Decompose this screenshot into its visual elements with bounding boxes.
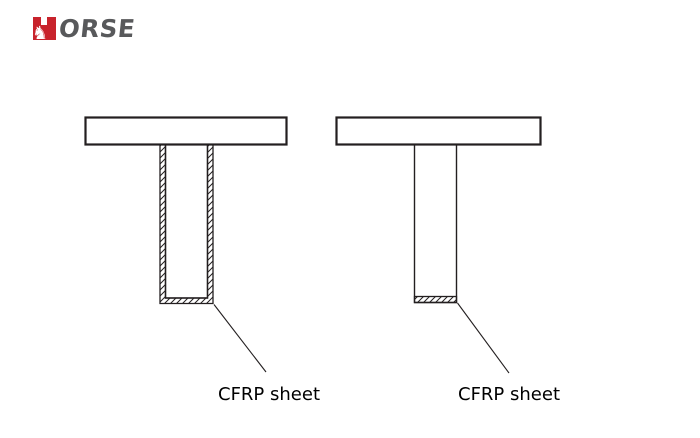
right-web [413,144,458,304]
horse-head-icon: ♞ [32,23,49,44]
left-tbeam-section: CFRP sheet [84,116,320,405]
left-cfrp-u-wrap [159,143,214,305]
left-cfrp-label: CFRP sheet [218,384,320,405]
left-leader-line [213,304,267,373]
right-cfrp-label: CFRP sheet [458,384,560,405]
left-web [164,144,209,299]
left-flange [84,116,288,146]
logo-h-mark: ♞ [32,17,56,44]
brand-logo: ♞ ORSE [32,14,137,44]
right-flange [335,116,542,146]
logo-h-notch [41,17,47,25]
right-cfrp-soffit-strip [413,295,458,304]
right-leader-line [457,302,510,374]
right-tbeam-section: CFRP sheet [335,116,560,405]
